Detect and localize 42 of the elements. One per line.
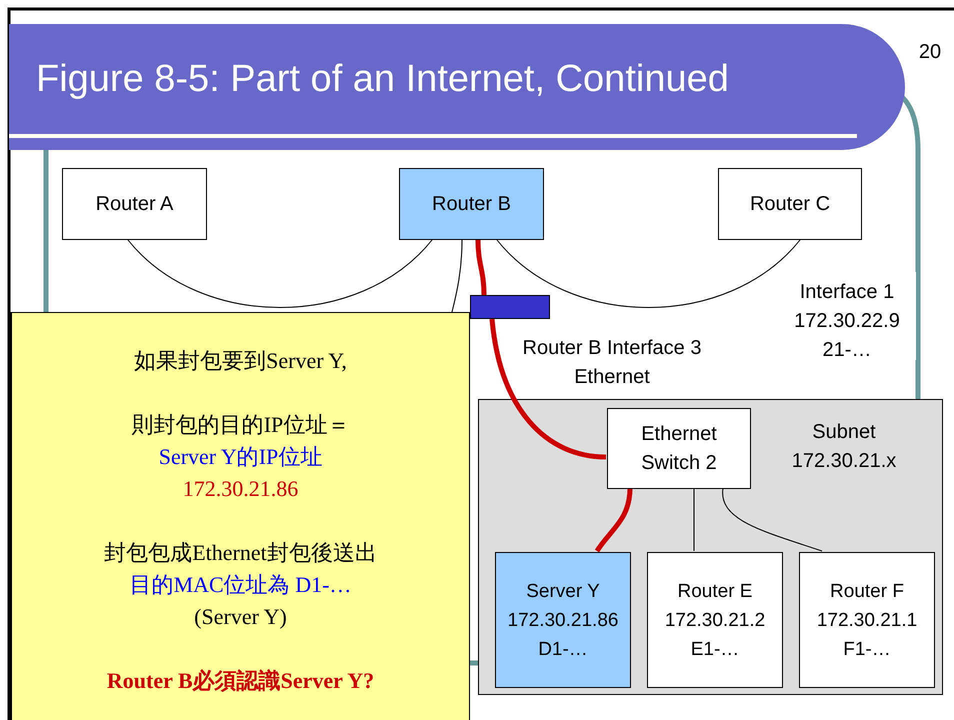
cable (594, 488, 632, 552)
cable (490, 318, 606, 460)
note-text: Server Y的IP位址 (158, 443, 322, 471)
node-label: 172.30.21.86 (508, 608, 618, 632)
switch-box (607, 408, 751, 489)
node-label: Ethernet Switch 2 (640, 422, 718, 476)
router-box (718, 168, 862, 240)
link-line (722, 488, 822, 552)
link-line (452, 240, 462, 312)
node-label: Router F (830, 580, 904, 604)
note-text: 則封包的目的IP位址＝ (132, 411, 350, 439)
node-label: Router E (678, 580, 752, 604)
node-label: F1-… (843, 638, 891, 662)
note-text: 172.30.21.86 (182, 475, 298, 503)
page-number: 20 (918, 40, 942, 65)
cable (476, 240, 486, 296)
note-text: (Server Y) (194, 603, 287, 631)
subnet-label: Subnet 172.30.21.x (790, 420, 898, 474)
note-text: 封包包成Ethernet封包後送出 (104, 539, 377, 567)
note-text: 如果封包要到Server Y, (134, 347, 347, 375)
router-box (799, 552, 935, 688)
subnet-box (478, 399, 943, 695)
link-line (496, 240, 800, 308)
title: Figure 8-5: Part of an Internet, Continued (36, 57, 729, 102)
node-label: Router A (96, 192, 174, 216)
router-box (399, 168, 544, 240)
router-box (62, 168, 207, 240)
node-label: E1-… (690, 638, 740, 662)
node-label: Router C (750, 192, 830, 216)
note-box (9, 312, 470, 720)
interface-label: Router B Interface 3 Ethernet (522, 336, 702, 390)
note-text: 目的MAC位址為 D1-… (130, 571, 352, 599)
note-text: Router B必須認識Server Y? (106, 667, 374, 695)
node-label: Router B (432, 192, 511, 216)
node-label: D1-… (538, 638, 588, 662)
server-box (495, 552, 631, 688)
router-box (647, 552, 783, 688)
node-label: 172.30.21.1 (816, 608, 918, 632)
node-label: Server Y (526, 580, 600, 604)
node-label: 172.30.21.2 (664, 608, 766, 632)
interface-marker (470, 295, 550, 319)
link-line (128, 240, 432, 308)
